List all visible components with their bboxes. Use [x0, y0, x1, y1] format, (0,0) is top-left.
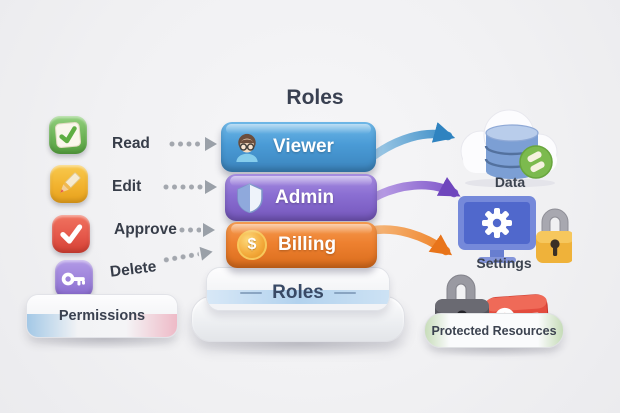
edit-label: Edit — [112, 178, 142, 195]
billing-role-block: $ Billing — [226, 222, 377, 268]
roles-platform: Roles — [206, 267, 390, 311]
settings-group — [458, 196, 572, 263]
data-label: Data — [494, 174, 526, 190]
decorative-dash — [333, 291, 356, 295]
platform-bottom-edge — [207, 303, 389, 310]
platform-front-band — [27, 313, 177, 337]
dotted-line — [169, 141, 203, 147]
edit-permission-tile — [50, 165, 88, 203]
gear-icon — [482, 208, 512, 238]
admin-label: Admin — [275, 186, 335, 208]
check-icon — [60, 224, 83, 244]
arrowhead-icon — [199, 244, 214, 261]
dotted-line — [162, 251, 200, 264]
protected-resources-label: Protected Resources — [431, 323, 557, 338]
settings-label: Settings — [476, 255, 532, 271]
cloud-ground-shadow — [465, 178, 555, 188]
permissions-platform: Permissions — [26, 294, 178, 338]
gold-padlock-icon — [536, 208, 572, 263]
user-avatar-icon — [236, 133, 258, 162]
cloud-database-group — [460, 109, 558, 188]
arrowhead-icon — [203, 223, 215, 237]
viewer-to-data-arrow — [363, 122, 456, 165]
arrowhead-icon — [205, 137, 217, 151]
edit-connector-arrow — [163, 180, 217, 194]
dollar-coin-icon: $ — [237, 230, 267, 260]
viewer-label: Viewer — [273, 136, 334, 157]
protected-resources-platform: Protected Resources — [424, 313, 564, 348]
approve-permission-tile — [52, 215, 90, 253]
admin-role-block: Admin — [225, 174, 377, 221]
read-permission-tile — [49, 116, 87, 154]
approve-connector-arrow — [179, 223, 215, 237]
platform-top-face — [27, 295, 177, 314]
delete-connector-arrow — [162, 244, 214, 267]
decorative-dash — [240, 291, 263, 295]
sync-badge-icon — [519, 145, 553, 179]
shield-icon — [237, 182, 263, 213]
key-icon — [61, 272, 85, 286]
billing-label: Billing — [278, 234, 337, 255]
dollar-symbol: $ — [247, 236, 257, 253]
viewer-role-block: Viewer — [221, 122, 376, 172]
delete-label: Delete — [109, 258, 158, 281]
read-connector-arrow — [169, 137, 217, 151]
dotted-line — [163, 184, 203, 190]
approve-label: Approve — [114, 221, 177, 238]
admin-to-settings-arrow — [361, 177, 461, 207]
delete-permission-tile — [55, 260, 93, 298]
roles-platform-text: Roles — [272, 282, 324, 303]
permissions-platform-label: Permissions — [58, 308, 146, 324]
dotted-line — [179, 227, 201, 233]
checkbox-check-icon — [54, 121, 82, 149]
roles-heading: Roles — [286, 86, 344, 109]
roles-platform-label: Roles — [207, 268, 389, 310]
read-label: Read — [112, 135, 150, 152]
platform-top-face — [207, 268, 389, 290]
arrowhead-icon — [205, 180, 217, 194]
pencil-icon — [60, 172, 81, 193]
